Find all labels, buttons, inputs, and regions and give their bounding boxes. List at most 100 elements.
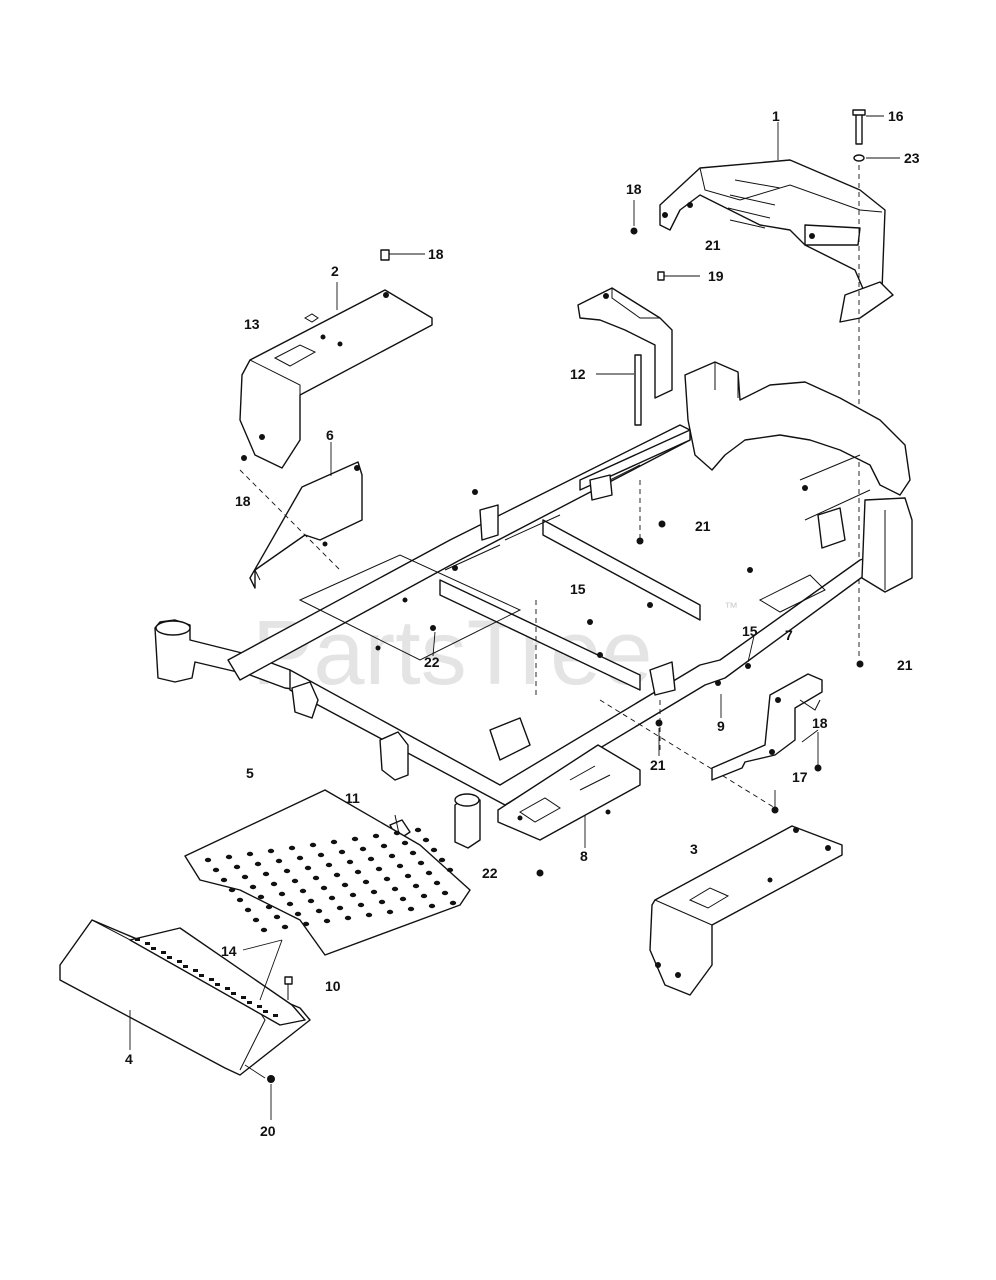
perforation-hole xyxy=(359,846,367,852)
perforation-hole xyxy=(388,853,396,859)
perforation-hole xyxy=(291,878,299,884)
perforation-hole xyxy=(294,911,302,917)
perforation-hole xyxy=(278,891,286,897)
part-3-right-cover xyxy=(649,825,843,996)
assembly-line xyxy=(599,699,776,809)
callout-7: 7 xyxy=(785,627,793,643)
tread-slot xyxy=(273,1014,278,1017)
part-12-bracket xyxy=(577,271,700,426)
perforation-hole xyxy=(315,908,323,914)
perforation-hole xyxy=(312,875,320,881)
tread-slot xyxy=(225,987,230,990)
perforation-hole xyxy=(341,882,349,888)
callout-22: 22 xyxy=(424,654,440,670)
perforation-hole xyxy=(286,901,294,907)
perforation-hole xyxy=(296,855,304,861)
callout-11: 11 xyxy=(345,790,360,806)
perforation-hole xyxy=(317,852,325,858)
perforation-hole xyxy=(396,863,404,869)
tread-slot xyxy=(209,978,214,981)
perforation-hole xyxy=(330,839,338,845)
perforation-hole xyxy=(393,830,401,836)
tread-slot xyxy=(145,942,150,945)
part-5-floor-plate xyxy=(184,789,471,956)
callout-13: 13 xyxy=(244,316,260,332)
perforation-hole xyxy=(323,918,331,924)
perforation-hole xyxy=(336,905,344,911)
tread-slot xyxy=(183,965,188,968)
part-1-rear-cover xyxy=(659,159,894,323)
callout-19: 19 xyxy=(708,268,724,284)
perforation-hole xyxy=(383,876,391,882)
perforation-hole xyxy=(417,860,425,866)
perforation-hole xyxy=(220,877,228,883)
perforation-hole xyxy=(407,906,415,912)
part-23-washer xyxy=(853,154,865,162)
callout-21: 21 xyxy=(695,518,711,534)
perforation-hole xyxy=(375,866,383,872)
part-4-footrest xyxy=(59,919,311,1120)
perforation-hole xyxy=(378,899,386,905)
tread-slot xyxy=(135,938,140,941)
callout-5: 5 xyxy=(246,765,254,781)
perforation-hole xyxy=(254,861,262,867)
perforation-hole xyxy=(354,869,362,875)
perforation-hole xyxy=(236,897,244,903)
perforation-hole xyxy=(438,857,446,863)
perforation-hole xyxy=(304,865,312,871)
perforation-hole xyxy=(414,827,422,833)
perforation-hole xyxy=(412,883,420,889)
perforation-hole xyxy=(338,849,346,855)
perforation-hole xyxy=(449,900,457,906)
perforation-hole xyxy=(257,894,265,900)
perforation-hole xyxy=(246,851,254,857)
perforation-hole xyxy=(409,850,417,856)
part-18-bolt-top-left xyxy=(241,249,425,461)
callout-8: 8 xyxy=(580,848,588,864)
perforation-hole xyxy=(262,871,270,877)
callout-14: 14 xyxy=(221,943,237,959)
callout-21: 21 xyxy=(650,757,666,773)
perforation-hole xyxy=(422,837,430,843)
callout-6: 6 xyxy=(326,427,334,443)
perforation-hole xyxy=(404,873,412,879)
perforation-hole xyxy=(370,889,378,895)
perforation-hole xyxy=(233,864,241,870)
perforation-hole xyxy=(309,842,317,848)
callout-labels: 1 16 23 18 21 18 2 13 19 12 6 18 21 15 2… xyxy=(125,108,920,1139)
callout-1: 1 xyxy=(772,108,780,124)
watermark-trademark: ™ xyxy=(724,599,738,615)
perforation-hole xyxy=(446,867,454,873)
perforation-hole xyxy=(333,872,341,878)
callout-18: 18 xyxy=(428,246,444,262)
callout-15: 15 xyxy=(742,623,758,639)
perforation-hole xyxy=(367,856,375,862)
perforation-hole xyxy=(346,859,354,865)
perforation-hole xyxy=(299,888,307,894)
perforation-hole xyxy=(430,847,438,853)
perforation-hole xyxy=(273,914,281,920)
perforation-hole xyxy=(328,895,336,901)
perforation-hole xyxy=(265,904,273,910)
callout-16: 16 xyxy=(888,108,904,124)
perforation-hole xyxy=(428,903,436,909)
tread-slot xyxy=(177,960,182,963)
tread-slot xyxy=(167,956,172,959)
perforation-hole xyxy=(320,885,328,891)
perforation-hole xyxy=(270,881,278,887)
perforation-hole xyxy=(399,896,407,902)
callout-12: 12 xyxy=(570,366,586,382)
tread-slot xyxy=(215,983,220,986)
callout-10: 10 xyxy=(325,978,341,994)
tread-slot xyxy=(199,974,204,977)
perforation-hole xyxy=(362,879,370,885)
perforation-hole xyxy=(380,843,388,849)
tread-slot xyxy=(151,947,156,950)
callout-9: 9 xyxy=(717,718,725,734)
perforation-hole xyxy=(386,909,394,915)
perforation-hole xyxy=(365,912,373,918)
perforation-hole xyxy=(228,887,236,893)
callout-15: 15 xyxy=(570,581,586,597)
tread-slot xyxy=(263,1010,268,1013)
perforation-hole xyxy=(241,874,249,880)
